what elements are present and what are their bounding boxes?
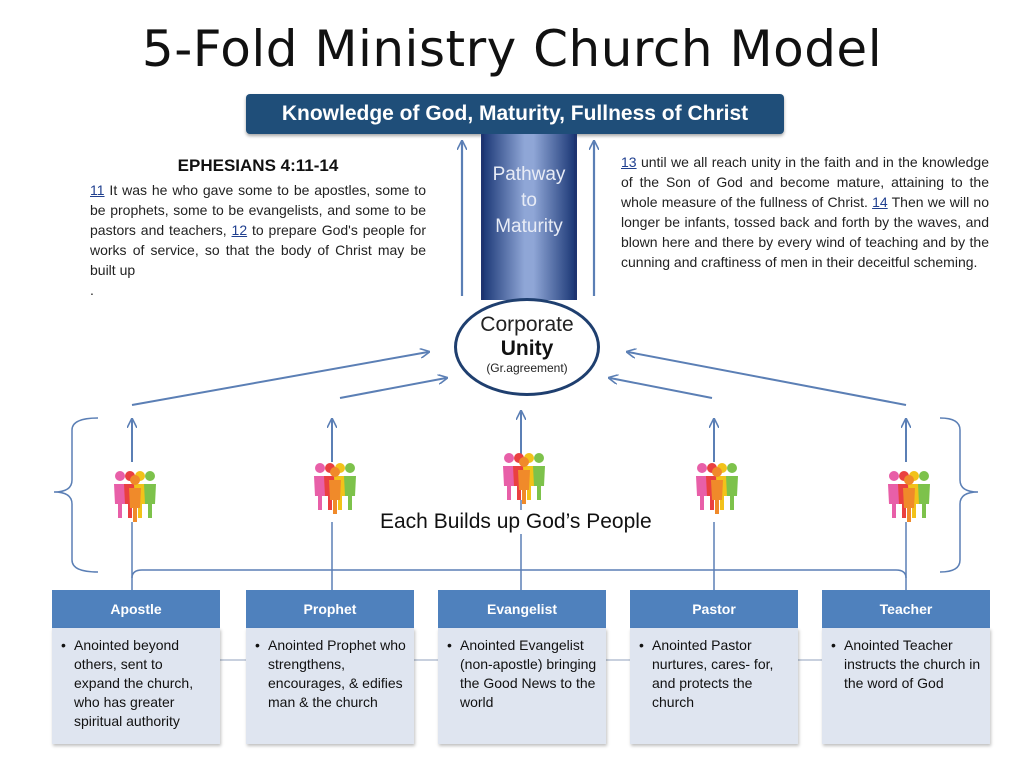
people-group-icon (688, 458, 744, 518)
unity-line-1: Corporate (480, 313, 574, 336)
left-bracket (53, 417, 99, 573)
top-banner: Knowledge of God, Maturity, Fullness of … (246, 94, 784, 134)
person-body (329, 480, 341, 514)
pathway-line-2: to (521, 190, 537, 211)
pathway-line-1: Pathway (492, 164, 566, 185)
unity-line-3: (Gr.agreement) (486, 361, 568, 375)
person-head (534, 453, 544, 463)
arrow-teacher-to-unity (628, 352, 907, 406)
role-card-apostle: Apostle •Anointed beyond others, sent to… (52, 590, 220, 744)
left-verse-text: 11 It was he who gave some to be apostle… (90, 182, 426, 298)
right-verse-text: 13 until we all reach unity in the faith… (621, 154, 989, 270)
person-head (330, 467, 340, 477)
role-description: Anointed Evangelist (non-apostle) bringi… (460, 637, 597, 710)
person-body (129, 488, 141, 522)
role-title: Teacher (822, 590, 990, 628)
role-card-evangelist: Evangelist •Anointed Evangelist (non-apo… (438, 590, 606, 744)
person-body (314, 476, 326, 510)
person-body (344, 476, 356, 510)
role-description: Anointed Pastor nurtures, cares- for, an… (652, 637, 774, 710)
person-body (696, 476, 708, 510)
person-body (726, 476, 738, 510)
verse-ref-13[interactable]: 13 (621, 154, 637, 170)
person-head (919, 471, 929, 481)
person-head (904, 475, 914, 485)
arrow-apostle-to-unity (131, 352, 428, 406)
role-card-teacher: Teacher •Anointed Teacher instructs the … (822, 590, 990, 744)
pathway-line-3: Maturity (495, 216, 563, 237)
person-head (504, 453, 514, 463)
arrow-pastor-to-unity (610, 378, 713, 399)
person-head (697, 463, 707, 473)
role-title: Prophet (246, 590, 414, 628)
role-description: Anointed beyond others, sent to expand t… (74, 637, 194, 729)
verse-ref-14[interactable]: 14 (872, 194, 888, 210)
person-head (130, 475, 140, 485)
person-head (712, 467, 722, 477)
arrow-prophet-to-unity (339, 378, 446, 399)
role-description: Anointed Prophet who strengthens, encour… (268, 637, 406, 710)
person-head (115, 471, 125, 481)
person-body (114, 484, 126, 518)
person-body (533, 466, 545, 500)
role-card-prophet: Prophet •Anointed Prophet who strengthen… (246, 590, 414, 744)
person-head (889, 471, 899, 481)
ephesians-heading: EPHESIANS 4:11-14 (177, 156, 339, 175)
role-title: Apostle (52, 590, 220, 628)
role-card-pastor: Pastor •Anointed Pastor nurtures, cares-… (630, 590, 798, 744)
pathway-column: Pathway to Maturity (481, 134, 577, 300)
right-bracket (939, 417, 979, 573)
person-head (315, 463, 325, 473)
verse-ref-12[interactable]: 12 (231, 222, 248, 238)
role-description: Anointed Teacher instructs the church in… (844, 637, 981, 691)
role-title: Pastor (630, 590, 798, 628)
person-head (727, 463, 737, 473)
person-body (903, 488, 915, 522)
page-title: 5-Fold Ministry Church Model (141, 20, 883, 78)
people-group-icon (106, 466, 162, 526)
role-title: Evangelist (438, 590, 606, 628)
person-head (345, 463, 355, 473)
verse-ref-11[interactable]: 11 (90, 182, 105, 198)
unity-line-2: Unity (500, 337, 554, 360)
people-group-icon (495, 448, 551, 508)
each-builds-label: Each Builds up God’s People (380, 510, 680, 534)
person-body (918, 484, 930, 518)
person-body (518, 470, 530, 504)
person-head (519, 457, 529, 467)
people-group-icon (880, 466, 936, 526)
corporate-unity-circle: Corporate Unity (Gr.agreement) (454, 298, 600, 396)
person-body (144, 484, 156, 518)
people-group-icon (306, 458, 362, 518)
person-body (711, 480, 723, 514)
person-head (145, 471, 155, 481)
person-body (888, 484, 900, 518)
person-body (503, 466, 515, 500)
